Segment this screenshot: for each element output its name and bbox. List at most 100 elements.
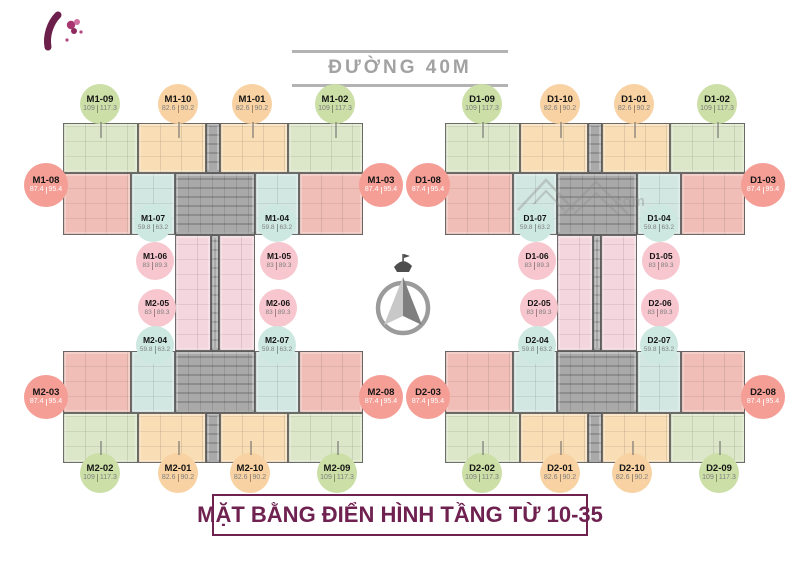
core-zone [557,173,637,235]
core-zone [588,123,602,173]
unit-zone-teal [637,351,681,413]
unit-id: D1-07 [523,213,547,224]
unit-zone-green [445,123,520,173]
unit-zone-orange [220,123,288,173]
floor-title-text: MẶT BẰNG ĐIỂN HÌNH TẦNG TỪ 10-35 [197,502,603,527]
unit-zone-salmon [681,351,745,413]
core-zone [588,413,602,463]
unit-zone-rose [219,235,255,351]
unit-id: D2-08 [750,386,776,398]
bubble-tail [717,122,719,139]
unit-id: M1-06 [142,251,168,262]
core-zone [175,173,255,235]
unit-id: D1-08 [415,174,441,186]
unit-id: M2-07 [264,335,290,346]
unit-zone-orange [602,413,670,463]
site-logo [44,11,83,51]
bubble-tail [100,122,102,139]
bubble-tail [719,440,721,455]
road-label: ĐƯỜNG 40M [292,50,508,87]
unit-zone-green [670,123,745,173]
bubble-tail [482,122,484,139]
unit-id: M2-06 [265,298,291,309]
unit-id: D2-09 [706,462,732,474]
unit-zone-salmon [445,173,513,235]
unit-zone-orange [520,123,588,173]
unit-id: D2-01 [547,462,573,474]
unit-zone-salmon [299,173,363,235]
bubble-tail [100,440,102,455]
unit-id: M1-10 [164,93,192,105]
unit-id: D2-05 [527,298,551,309]
unit-id: M2-02 [86,462,114,474]
unit-zone-salmon [445,351,513,413]
bubble-tail [634,122,636,139]
unit-id: D2-03 [415,386,441,398]
unit-zone-salmon [63,173,131,235]
unit-zone-salmon [681,173,745,235]
bubble-tail [560,122,562,139]
unit-zone-orange [138,413,206,463]
unit-id: M1-03 [367,174,395,186]
unit-id: M2-03 [32,386,60,398]
core-zone [211,235,219,351]
